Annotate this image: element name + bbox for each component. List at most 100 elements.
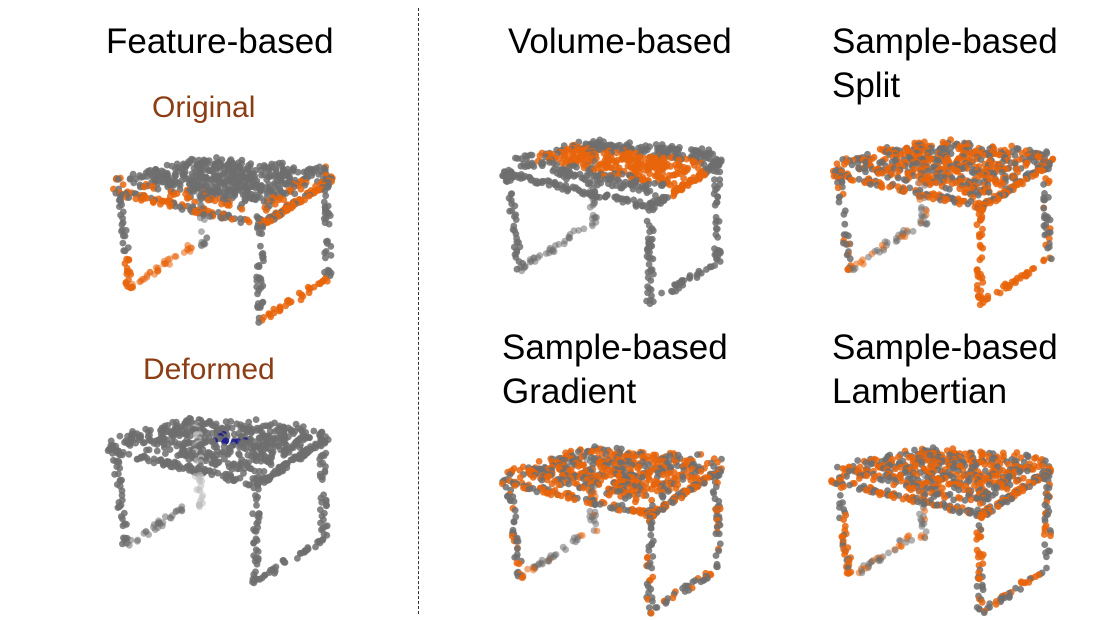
feature-based-title: Feature-based [106,22,334,61]
point [125,541,133,549]
point [862,168,869,176]
point [116,203,123,210]
point [689,578,697,586]
point [1029,265,1036,273]
point [327,242,335,250]
point [897,463,905,471]
point [289,456,297,464]
point [844,266,852,274]
point [613,149,621,157]
point [125,194,133,201]
point [605,491,613,499]
point [130,179,138,187]
point [587,449,595,456]
point [678,494,686,502]
point [222,418,230,426]
point [648,496,656,504]
point [166,261,173,268]
point [506,471,514,478]
point [112,189,120,197]
point [621,495,629,502]
point [119,540,126,548]
point [711,176,718,183]
point [941,197,949,205]
point [190,188,198,195]
point [659,506,667,513]
point [267,313,275,321]
point [629,185,637,193]
point [916,179,923,187]
point [602,193,609,201]
point [1019,180,1026,188]
point [327,252,335,259]
point [562,546,569,553]
point [310,427,318,435]
point [280,451,288,459]
point [132,195,140,203]
point [716,176,724,184]
point [632,203,640,210]
point [674,462,681,470]
point [854,457,862,464]
point [834,184,842,192]
point [977,156,985,163]
point [646,228,654,236]
point [224,476,232,484]
point [679,476,687,483]
point [996,289,1004,297]
point [683,155,690,163]
point [643,554,651,562]
point [564,187,571,195]
point [198,242,205,250]
point [1035,463,1043,471]
point [834,463,841,471]
point [848,161,856,169]
point [521,163,529,171]
point [900,151,908,159]
deformed-table-pointcloud [96,405,336,587]
point [570,172,578,180]
point [647,531,655,539]
point [1040,204,1048,212]
point [703,459,711,467]
point [909,227,917,235]
point [976,301,984,309]
point [1044,244,1051,252]
point [196,503,203,511]
point [694,451,701,458]
point [713,472,721,480]
point [850,266,857,274]
point [517,175,525,182]
point [536,152,544,160]
point [949,465,957,473]
point [558,492,565,500]
point [121,247,129,255]
point [712,552,720,559]
point [648,564,656,572]
point [317,442,325,450]
point [659,471,667,479]
point [867,460,875,468]
point [697,467,705,475]
point [602,473,610,480]
point [170,433,177,440]
point [716,540,724,548]
point [126,442,134,449]
point [282,302,290,310]
point [580,225,588,233]
point [255,485,262,493]
point [923,220,930,228]
point [648,485,655,493]
point [253,501,260,509]
point [240,469,247,477]
point [254,548,262,555]
point [593,527,601,535]
point [1005,460,1012,468]
point [980,188,988,196]
point [167,514,175,522]
point [252,527,260,535]
point [592,520,600,528]
point [118,491,126,499]
point [973,221,981,229]
point [653,487,661,495]
